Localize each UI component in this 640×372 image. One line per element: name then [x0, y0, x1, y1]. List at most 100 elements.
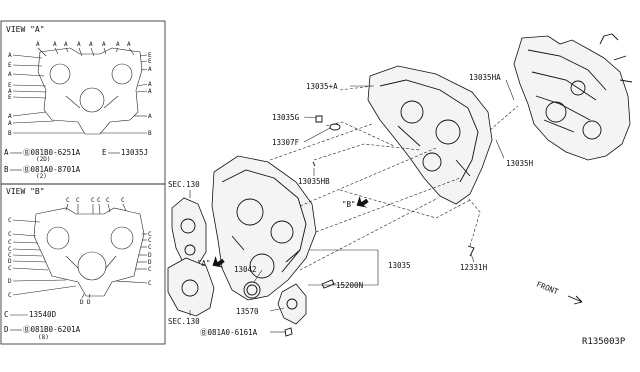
small-parts [284, 115, 475, 337]
view-a-title: VIEW "A" [6, 25, 45, 34]
svg-text:D: D [148, 252, 152, 259]
svg-text:C: C [97, 197, 101, 204]
label-sec130-top: SEC.130 [168, 180, 200, 189]
svg-text:C: C [148, 266, 152, 273]
svg-text:A: A [77, 41, 81, 48]
front-timing-cover [211, 155, 317, 301]
svg-text:E: E [8, 62, 12, 69]
svg-text:E: E [8, 82, 12, 89]
label-13035g: 13035G [272, 113, 300, 122]
svg-text:C: C [8, 231, 12, 238]
svg-text:A: A [116, 41, 120, 48]
svg-text:Ⓑ081B0-6201A: Ⓑ081B0-6201A [23, 325, 81, 334]
view-b-left-labels: C C C C C D C D C [8, 217, 77, 299]
label-13035: 13035 [388, 261, 411, 270]
svg-text:C: C [148, 244, 152, 251]
view-b-legend: C 13540D D Ⓑ081B0-6201A (8) [4, 310, 81, 341]
label-13035h: 13035H [506, 159, 534, 168]
svg-text:E: E [148, 52, 152, 59]
label-13035hb: 13035HB [298, 177, 330, 186]
svg-text:D: D [80, 299, 84, 306]
svg-text:B: B [8, 130, 12, 137]
label-13035a: 13035+A [306, 82, 338, 91]
svg-text:A: A [53, 41, 57, 48]
view-a-panel: VIEW "A" A A A A A A A A A [0, 20, 166, 185]
label-081a0-6161a: Ⓑ081A0-6161A [200, 328, 258, 337]
svg-text:A: A [148, 66, 152, 73]
label-15200n: 15200N [336, 281, 363, 290]
sec130-cover-top [171, 197, 207, 269]
svg-text:13035J: 13035J [121, 148, 148, 157]
oil-seal-13042 [243, 281, 261, 299]
view-b-arrow: "B" [342, 196, 369, 209]
svg-text:E: E [102, 148, 107, 157]
front-arrow: FRONT [535, 280, 583, 305]
svg-text:A: A [8, 71, 12, 78]
svg-text:13540D: 13540D [29, 310, 57, 319]
svg-text:(8): (8) [38, 334, 49, 341]
svg-text:C: C [148, 237, 152, 244]
view-a-top-labels: A A A A A A A A [36, 41, 135, 57]
svg-text:C: C [8, 239, 12, 246]
view-b-title: VIEW "B" [6, 187, 45, 196]
svg-text:(2): (2) [36, 173, 47, 180]
svg-text:A: A [8, 120, 12, 127]
svg-text:C: C [76, 197, 80, 204]
engine-assembly [513, 33, 633, 161]
svg-text:B: B [4, 165, 9, 174]
svg-text:FRONT: FRONT [535, 280, 560, 297]
svg-text:A: A [36, 41, 40, 48]
svg-text:Ⓑ081A0-8701A: Ⓑ081A0-8701A [23, 165, 81, 174]
label-leaders [189, 79, 515, 333]
svg-text:D: D [148, 259, 152, 266]
svg-text:A: A [8, 88, 12, 95]
svg-text:Ⓑ081B0-6251A: Ⓑ081B0-6251A [23, 148, 81, 157]
label-13307f: 13307F [272, 138, 300, 147]
svg-text:D: D [4, 325, 9, 334]
bracket-13570 [277, 283, 307, 325]
svg-text:C: C [148, 231, 152, 238]
svg-text:(2D): (2D) [36, 156, 50, 163]
svg-text:A: A [8, 113, 12, 120]
view-a-arrow: "A" [197, 256, 225, 268]
view-b-top-labels: C C C C C C [65, 197, 127, 215]
svg-text:C: C [8, 246, 12, 253]
view-a-right-labels: E E A A A A B [100, 52, 152, 137]
svg-text:C: C [121, 197, 125, 204]
svg-text:C: C [4, 310, 9, 319]
svg-text:"A": "A" [197, 259, 211, 268]
svg-text:A: A [148, 113, 152, 120]
label-12331h: 12331H [460, 263, 488, 272]
svg-text:A: A [8, 52, 12, 59]
svg-text:E: E [8, 94, 12, 101]
label-sec130-bottom: SEC.130 [168, 317, 200, 326]
svg-text:A: A [64, 41, 68, 48]
svg-text:C: C [106, 197, 110, 204]
svg-text:C: C [8, 252, 12, 259]
part-labels: 13035+A 13035G 13307F 13035HB 13035HA 13… [168, 73, 534, 337]
view-b-panel: VIEW "B" C C C C C C C C C C C [0, 183, 166, 345]
view-a-left-labels: A E A E A E A A B [8, 52, 84, 137]
label-13035ha: 13035HA [469, 73, 501, 82]
svg-text:"B": "B" [342, 200, 356, 209]
svg-text:A: A [148, 88, 152, 95]
svg-text:D: D [8, 258, 12, 265]
svg-text:C: C [8, 265, 12, 272]
label-13570: 13570 [236, 307, 259, 316]
svg-text:A: A [127, 41, 131, 48]
sec130-cover-bottom [167, 257, 215, 317]
dashed-leaders [269, 85, 519, 271]
label-13042: 13042 [234, 265, 257, 274]
svg-text:E: E [148, 58, 152, 65]
diagram-ref-code: R135003P [582, 337, 626, 347]
svg-text:A: A [4, 148, 9, 157]
svg-text:A: A [89, 41, 93, 48]
svg-text:C: C [8, 217, 12, 224]
svg-text:C: C [8, 292, 12, 299]
svg-text:C: C [91, 197, 95, 204]
svg-text:C: C [66, 197, 70, 204]
svg-text:D: D [87, 299, 91, 306]
svg-text:A: A [148, 81, 152, 88]
svg-text:D: D [8, 278, 12, 285]
